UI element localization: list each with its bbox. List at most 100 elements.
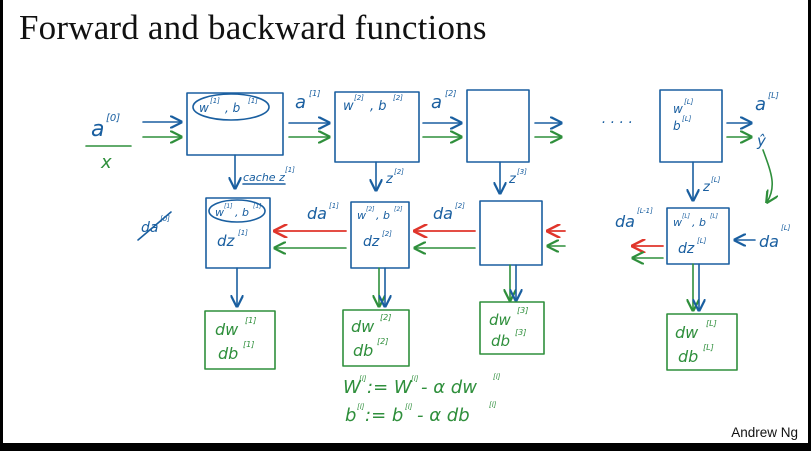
forward-block-2 bbox=[334, 91, 420, 163]
svg-text:[2]: [2] bbox=[366, 206, 375, 213]
grad-box-L-dw: dw [L] bbox=[675, 319, 717, 342]
svg-text:dz: dz bbox=[217, 232, 236, 250]
backward-da2: da [2] bbox=[433, 202, 465, 223]
svg-text:[1]: [1] bbox=[224, 203, 233, 210]
backward-block-2-dz: dz [2] bbox=[363, 230, 392, 250]
svg-text:[L]: [L] bbox=[711, 176, 721, 184]
svg-text:[2]: [2] bbox=[377, 337, 388, 346]
svg-text:[1]: [1] bbox=[243, 340, 254, 349]
svg-text:[1]: [1] bbox=[253, 203, 262, 210]
svg-text:, b: , b bbox=[376, 209, 390, 222]
svg-text:da: da bbox=[433, 204, 453, 223]
svg-text:[L]: [L] bbox=[697, 237, 707, 245]
svg-text:[L]: [L] bbox=[703, 343, 714, 352]
forward-block-1-param-circle bbox=[192, 93, 270, 121]
update-w-equation: W [l] := W [l] - α dw [l] bbox=[343, 373, 501, 398]
svg-text:db: db bbox=[218, 344, 238, 363]
backward-block-L-top: w [L] , b [L] bbox=[673, 213, 719, 229]
svg-text:[L]: [L] bbox=[781, 224, 791, 232]
backward-block-3 bbox=[479, 200, 543, 266]
svg-text:z: z bbox=[508, 172, 517, 187]
svg-text:[2]: [2] bbox=[393, 94, 403, 102]
svg-text:da: da bbox=[615, 212, 635, 231]
svg-text:[2]: [2] bbox=[382, 230, 392, 238]
svg-text:[l]: [l] bbox=[493, 373, 501, 381]
cross-out-stroke bbox=[137, 211, 172, 241]
backward-block-L-dz: dz [L] bbox=[678, 237, 707, 257]
backward-da1: da [1] bbox=[307, 202, 339, 223]
update-b-equation: b [l] := b [l] - α db [l] bbox=[345, 401, 497, 426]
svg-text:[3]: [3] bbox=[517, 306, 528, 315]
svg-text:[1]: [1] bbox=[238, 229, 248, 237]
backward-block-1-dz: dz [1] bbox=[217, 229, 248, 250]
slide: Forward and backward functions a [0] x bbox=[3, 0, 808, 443]
svg-text::= W: := W bbox=[367, 377, 413, 398]
svg-text:cache z: cache z bbox=[243, 171, 285, 184]
grad-box-3-dw: dw [3] bbox=[489, 306, 528, 329]
svg-text:[l]: [l] bbox=[357, 403, 365, 411]
forward-block-1-label: w [1] , b [1] bbox=[199, 97, 258, 115]
svg-text:w: w bbox=[343, 99, 354, 114]
svg-text:[1]: [1] bbox=[329, 202, 339, 210]
svg-text:[0]: [0] bbox=[160, 215, 170, 223]
backward-daLm1: da [L-1] bbox=[615, 207, 653, 231]
grad-box-3-db: db [3] bbox=[491, 328, 526, 350]
backward-daL: da [L] bbox=[759, 224, 791, 251]
svg-text:- α db: - α db bbox=[417, 405, 470, 426]
svg-text:W: W bbox=[343, 377, 362, 398]
backward-block-1-param-circle bbox=[208, 199, 266, 223]
forward-block-2-label: w [2] , b [2] bbox=[343, 94, 403, 114]
backward-block-2-top: w [2] , b [2] bbox=[357, 206, 403, 222]
svg-text:da: da bbox=[141, 220, 158, 236]
backward-block-1-top: w [1] , b [1] bbox=[215, 203, 262, 219]
svg-text:w: w bbox=[673, 216, 682, 229]
svg-text:[1]: [1] bbox=[248, 97, 258, 105]
svg-text:[1]: [1] bbox=[210, 97, 220, 105]
svg-text:dw: dw bbox=[675, 323, 699, 342]
cache-label-L: z [L] bbox=[702, 176, 721, 195]
grad-box-2-dw: dw [2] bbox=[351, 313, 391, 336]
grad-box-1-dw: dw [1] bbox=[215, 316, 256, 339]
backward-block-1 bbox=[205, 197, 271, 269]
svg-text:a: a bbox=[295, 92, 306, 113]
svg-text:, b: , b bbox=[370, 99, 387, 114]
forward-a1: a [1] bbox=[295, 89, 320, 113]
svg-text:a: a bbox=[91, 117, 104, 142]
svg-text:a: a bbox=[755, 94, 766, 115]
svg-text:[2]: [2] bbox=[445, 89, 456, 98]
grad-box-1 bbox=[204, 310, 276, 370]
svg-text:w: w bbox=[215, 206, 224, 219]
svg-text:[l]: [l] bbox=[405, 403, 413, 411]
svg-text:[l]: [l] bbox=[411, 375, 419, 383]
svg-text:[3]: [3] bbox=[515, 328, 526, 337]
svg-text:, b: , b bbox=[235, 206, 249, 219]
cache-label-1: cache z [1] bbox=[243, 166, 295, 184]
input-x: x bbox=[100, 152, 112, 173]
svg-text:w: w bbox=[199, 101, 209, 115]
svg-text:w: w bbox=[673, 102, 683, 116]
forward-block-L-label: w [L] b [L] bbox=[673, 98, 694, 133]
grad-box-L-db: db [L] bbox=[678, 343, 714, 366]
svg-text:z: z bbox=[702, 180, 711, 195]
svg-text:b: b bbox=[673, 119, 681, 133]
arrow-daL-curve bbox=[762, 149, 772, 202]
backward-block-2 bbox=[350, 201, 410, 269]
svg-text:db: db bbox=[678, 347, 698, 366]
svg-text:da: da bbox=[759, 232, 779, 251]
forward-a2: a [2] bbox=[431, 89, 456, 113]
svg-text:w: w bbox=[357, 209, 366, 222]
svg-text:[L]: [L] bbox=[682, 213, 691, 220]
forward-yhat: ŷ bbox=[756, 132, 767, 150]
cache-label-2: z [2] bbox=[385, 168, 404, 187]
author-credit: Andrew Ng bbox=[731, 425, 798, 440]
svg-text:[l]: [l] bbox=[359, 375, 367, 383]
svg-text:[L]: [L] bbox=[768, 91, 779, 100]
svg-text:, b: , b bbox=[692, 216, 706, 229]
svg-text:, b: , b bbox=[225, 101, 241, 115]
svg-text:[1]: [1] bbox=[309, 89, 320, 98]
forward-block-L bbox=[659, 89, 723, 163]
svg-text:[L]: [L] bbox=[684, 98, 694, 106]
svg-text:dz: dz bbox=[363, 234, 380, 250]
backward-da0-crossed: da [0] bbox=[141, 215, 170, 236]
svg-text:dw: dw bbox=[489, 311, 512, 329]
